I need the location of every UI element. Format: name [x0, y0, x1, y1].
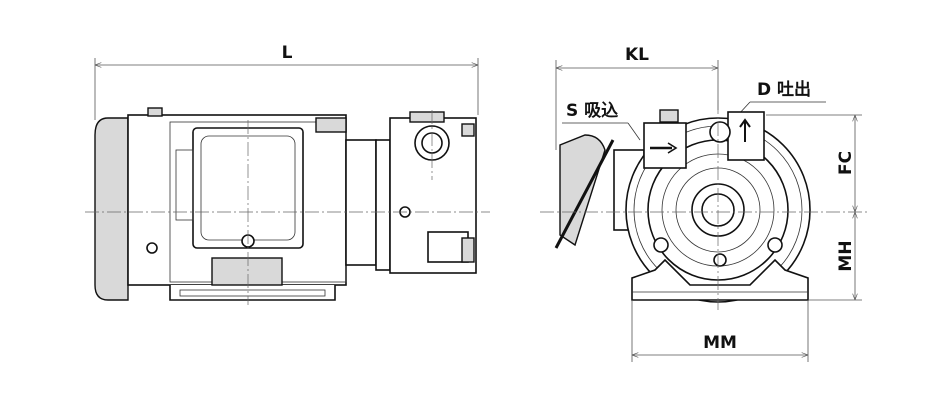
motor-feet	[169, 285, 336, 301]
dimension-label-l: L	[282, 43, 293, 63]
side-view: L	[85, 43, 490, 305]
front-view: KL S 吸込 D 吐出	[540, 45, 870, 362]
discharge-label: D 吐出	[757, 79, 811, 100]
suction-label: S 吸込	[566, 101, 618, 121]
coupling-bracket	[345, 139, 377, 266]
pump-base	[631, 258, 809, 301]
dimension-label-fc: FC	[836, 151, 856, 175]
dimension-label-kl: KL	[625, 45, 649, 65]
discharge-flange	[709, 121, 731, 143]
fan-cover	[94, 117, 129, 301]
dimension-label-mh: MH	[836, 240, 856, 271]
suction-leader	[627, 122, 641, 141]
dimension-label-mm: MM	[703, 333, 737, 353]
